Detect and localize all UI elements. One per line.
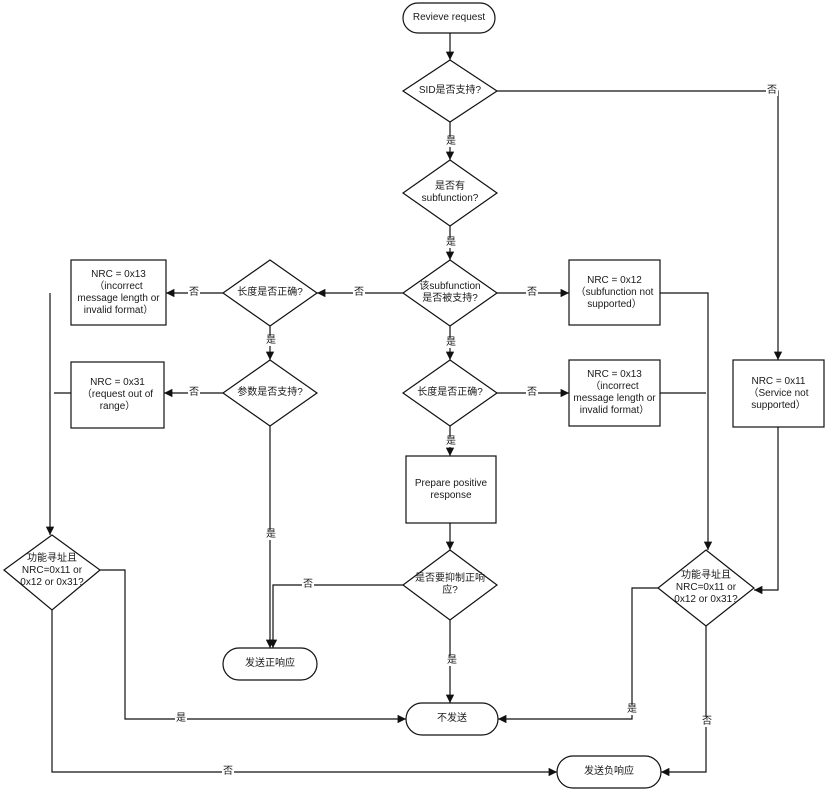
edge-label-suppress-no: 否 (302, 579, 314, 590)
edge-label-param-yes: 是 (265, 529, 277, 540)
send-negative-label: 发送负响应 (584, 766, 634, 777)
edge-label-funcright-yes: 是 (626, 704, 638, 715)
edge-label-sid-yes: 是 (445, 136, 457, 147)
edge-label-lenleft-no: 否 (188, 287, 200, 298)
edge-label-lenleft-yes: 是 (265, 335, 277, 346)
edge-label-subsup-to-lenleft: 否 (353, 287, 365, 298)
nrc31-box (70, 361, 165, 429)
length-check-mid-label: 长度是否正确? (417, 387, 483, 398)
length-check-left-label: 长度是否正确? (237, 287, 303, 298)
edge-label-funcleft-yes: 是 (175, 713, 187, 724)
edge-funcleft-no (51, 610, 557, 777)
nrc13-left-label: NRC = 0x13 （incorrect message length or … (77, 268, 160, 316)
no-send-label: 不发送 (437, 713, 467, 724)
start-terminator (402, 2, 496, 34)
nrc12-label: NRC = 0x12 （subfunction not supported） (575, 274, 654, 310)
subfunction-supported-label: 该subfunction 是否被支持? (419, 281, 481, 304)
edge-funcright-no (661, 626, 707, 777)
edge-nrc11-to-func (754, 427, 779, 595)
has-subfunction-label: 是否有 subfunction? (421, 181, 479, 204)
nrc31-label: NRC = 0x31 （request out of range） (81, 377, 154, 412)
edge-sid-no (497, 90, 783, 360)
start-label: Revieve request (412, 12, 486, 23)
edge-label-param-no: 否 (188, 387, 200, 398)
edge-label-subsup-yes: 是 (445, 337, 457, 348)
edge-nrc12-to-func (660, 292, 713, 550)
sid-check-label: SID是否支持? (418, 85, 482, 96)
edge-funcleft-yes (100, 569, 406, 724)
edge-label-lenmid-no: 否 (526, 387, 538, 398)
nrc11-box (732, 359, 825, 428)
suppress-check-label: 是否要抑制正响 应? (415, 573, 485, 596)
edge-label-funcright-no: 否 (701, 716, 713, 727)
edge-funcright-yes (498, 587, 658, 724)
edge-label-lenmid-yes: 是 (445, 436, 457, 447)
nrc11-label: NRC = 0x11 （Service not supported） (748, 375, 809, 411)
prepare-positive-box (405, 455, 497, 524)
nrc13-mid-box (568, 359, 661, 427)
edge-suppress-no (268, 584, 403, 648)
edge-label-funcleft-no: 否 (222, 766, 234, 777)
send-positive-label: 发送正响应 (245, 658, 295, 669)
func-addr-left-label: 功能寻址且 NRC=0x11 or 0x12 or 0x31? (20, 553, 84, 588)
prepare-positive-label: Prepare positive response (414, 477, 488, 501)
edge-label-suppress-yes: 是 (446, 655, 458, 666)
nrc13-mid-label: NRC = 0x13 （incorrect message length or … (573, 369, 656, 416)
edge-label-sid-no: 否 (766, 85, 778, 96)
param-check-label: 参数是否支持? (237, 387, 303, 398)
func-addr-right-label: 功能寻址且 NRC=0x11 or 0x12 or 0x31? (674, 570, 738, 605)
edge-label-subsup-no: 否 (526, 287, 538, 298)
edge-label-hassub-yes: 是 (445, 237, 457, 248)
